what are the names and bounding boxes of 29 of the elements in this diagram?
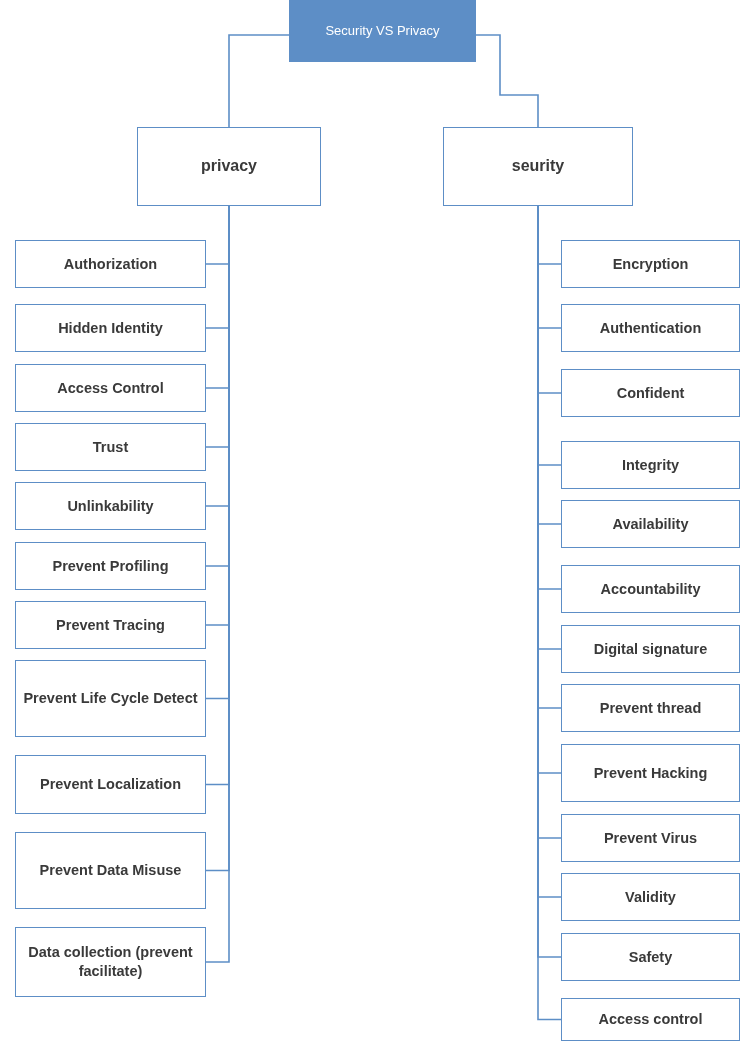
item-box: Prevent Tracing (15, 601, 206, 649)
item-box: Authentication (561, 304, 740, 352)
item-box: Digital signature (561, 625, 740, 673)
category-box: seurity (443, 127, 633, 206)
item-box: Encryption (561, 240, 740, 288)
item-box: Unlinkability (15, 482, 206, 530)
item-box: Prevent Virus (561, 814, 740, 862)
item-box: Prevent thread (561, 684, 740, 732)
item-box: Prevent Data Misuse (15, 832, 206, 909)
item-box: Authorization (15, 240, 206, 288)
item-box: Trust (15, 423, 206, 471)
item-box: Accountability (561, 565, 740, 613)
item-box: Access Control (15, 364, 206, 412)
connector-line (475, 34, 539, 128)
category-box: privacy (137, 127, 321, 206)
item-box: Prevent Hacking (561, 744, 740, 802)
item-box: Validity (561, 873, 740, 921)
item-box: Prevent Localization (15, 755, 206, 814)
connector-line (228, 34, 290, 128)
item-box: Confident (561, 369, 740, 417)
item-box: Data collection (prevent facilitate) (15, 927, 206, 997)
item-box: Availability (561, 500, 740, 548)
title-box: Security VS Privacy (289, 0, 476, 62)
item-box: Prevent Profiling (15, 542, 206, 590)
item-box: Safety (561, 933, 740, 981)
item-box: Access control (561, 998, 740, 1041)
item-box: Integrity (561, 441, 740, 489)
item-box: Prevent Life Cycle Detect (15, 660, 206, 737)
item-box: Hidden Identity (15, 304, 206, 352)
